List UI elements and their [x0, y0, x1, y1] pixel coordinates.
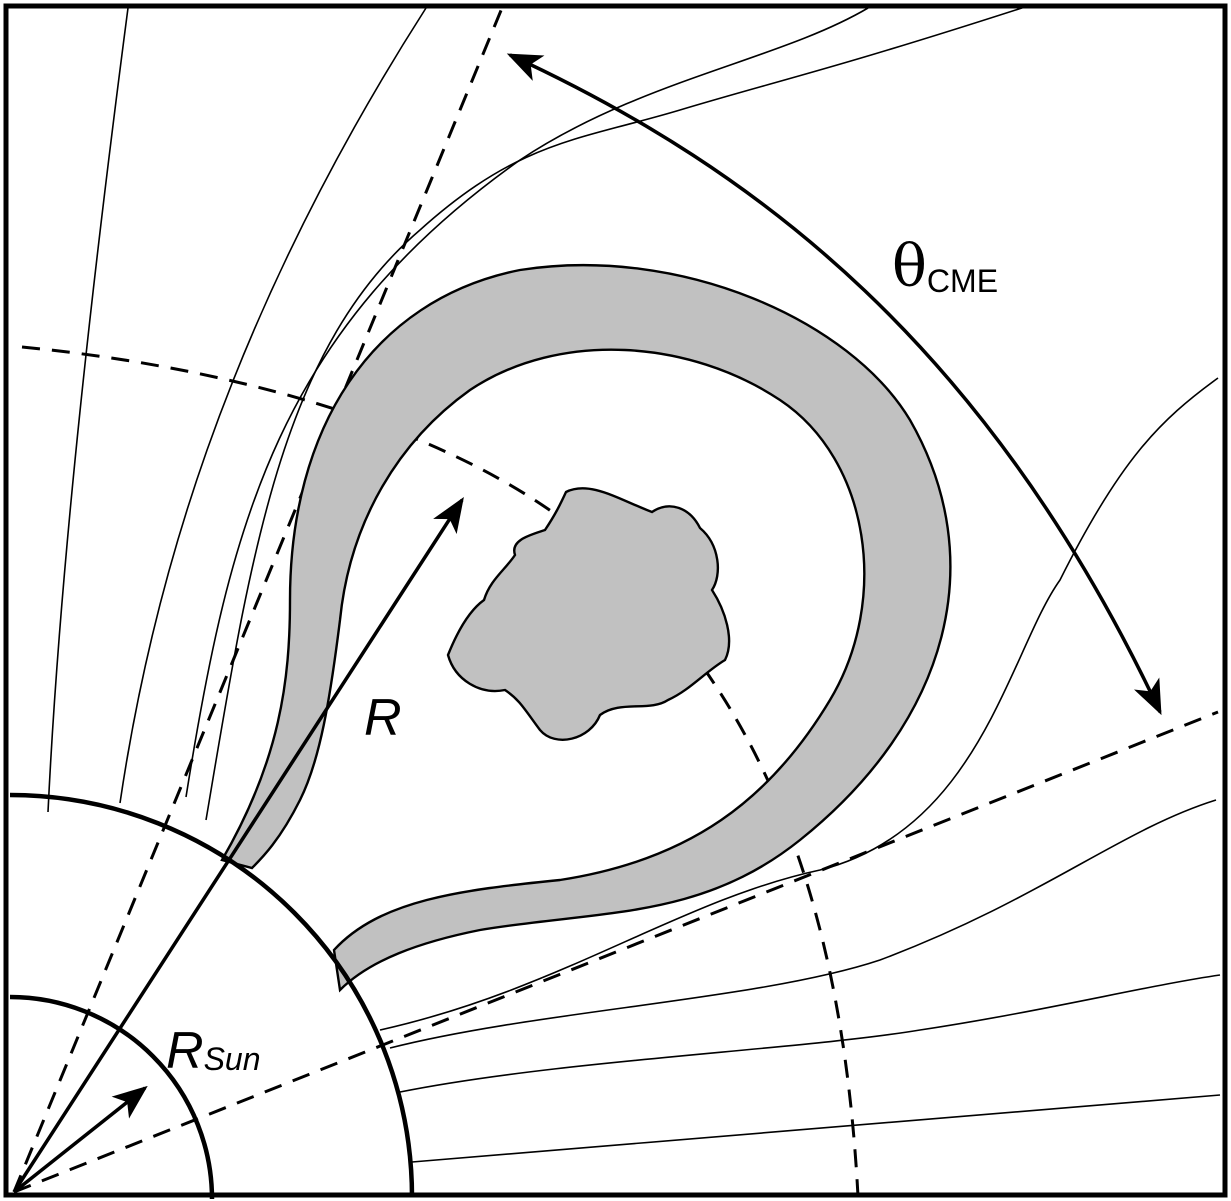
field-line-1 — [48, 8, 128, 812]
sun-radius-subscript: Sun — [204, 1041, 261, 1077]
field-line-5 — [380, 378, 1218, 1030]
sun-radius-arrow — [14, 1088, 145, 1192]
sun-radius-label: RSun — [166, 1022, 261, 1080]
prominence-blob — [448, 488, 729, 739]
theta-cme-label: θCME — [892, 232, 998, 300]
field-line-7 — [400, 975, 1220, 1092]
field-line-8 — [412, 1095, 1220, 1162]
theta-subscript: CME — [927, 263, 998, 299]
solar-surfaces — [10, 795, 412, 1199]
sun-radius-symbol: R — [166, 1022, 204, 1080]
radius-label: R — [364, 689, 402, 747]
theta-symbol: θ — [892, 232, 927, 300]
dashed-arc-distance — [22, 347, 858, 1196]
outer-boundary-arc — [10, 795, 412, 1197]
